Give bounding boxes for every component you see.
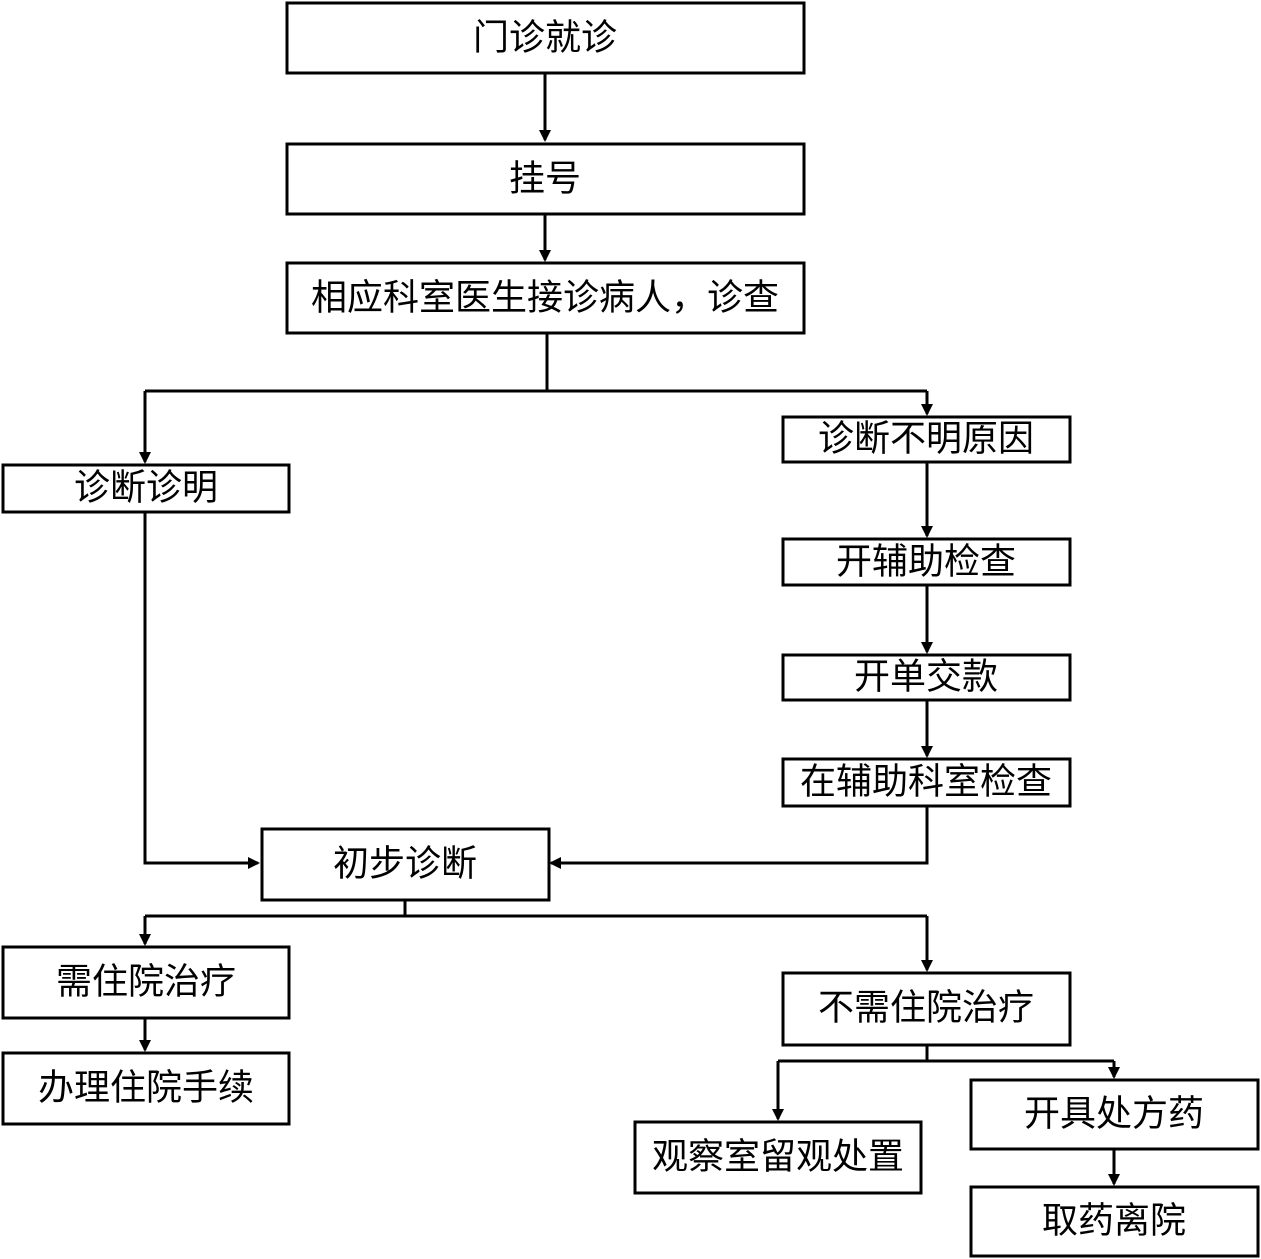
node-diagnosis-unclear-label: 诊断不明原因	[818, 419, 1034, 460]
node-no-hospitalization-label: 不需住院治疗	[818, 988, 1034, 1029]
edges	[139, 73, 1120, 1186]
node-diagnosis-clear: 诊断诊明	[1, 463, 291, 514]
node-diagnosis-clear-label: 诊断诊明	[74, 468, 218, 509]
node-preliminary-diagnosis-label: 初步诊断	[333, 844, 477, 885]
node-registration-label: 挂号	[509, 159, 581, 200]
node-order-aux-exam-label: 开辅助检查	[836, 542, 1016, 583]
node-preliminary-diagnosis: 初步诊断	[260, 827, 551, 902]
node-admission-procedures-label: 办理住院手续	[38, 1068, 254, 1109]
node-outpatient: 门诊就诊	[285, 1, 806, 75]
node-observation-room: 观察室留观处置	[633, 1120, 923, 1195]
node-admission-procedures: 办理住院手续	[1, 1051, 291, 1126]
node-prescription-label: 开具处方药	[1024, 1094, 1204, 1135]
node-no-hospitalization: 不需住院治疗	[781, 971, 1072, 1047]
node-registration: 挂号	[285, 142, 806, 216]
node-collect-medicine-leave-label: 取药离院	[1042, 1201, 1186, 1242]
node-outpatient-label: 门诊就诊	[473, 18, 617, 59]
edge-clear-to-preliminary	[143, 512, 260, 869]
node-doctor-exam-label: 相应科室医生接诊病人，诊查	[311, 278, 779, 319]
node-need-hospitalization: 需住院治疗	[1, 945, 291, 1020]
node-observation-room-label: 观察室留观处置	[652, 1137, 904, 1178]
node-diagnosis-unclear: 诊断不明原因	[781, 415, 1072, 464]
node-aux-dept-exam: 在辅助科室检查	[781, 757, 1072, 808]
node-need-hospitalization-label: 需住院治疗	[56, 962, 236, 1003]
node-prescription: 开具处方药	[969, 1078, 1260, 1151]
edge-aux-exam-to-preliminary	[549, 806, 929, 869]
node-pay-bill-label: 开单交款	[854, 657, 998, 698]
node-order-aux-exam: 开辅助检查	[781, 537, 1072, 587]
node-doctor-exam: 相应科室医生接诊病人，诊查	[285, 261, 806, 335]
node-aux-dept-exam-label: 在辅助科室检查	[800, 762, 1052, 803]
node-pay-bill: 开单交款	[781, 653, 1072, 702]
node-collect-medicine-leave: 取药离院	[969, 1185, 1260, 1258]
